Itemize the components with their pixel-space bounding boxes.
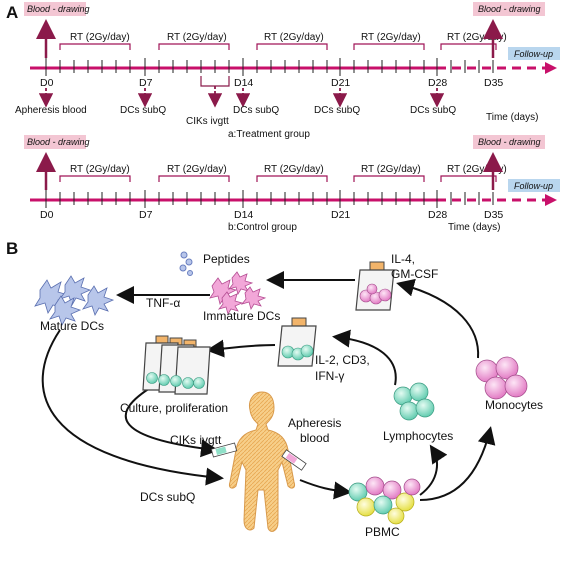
panel-b-label: B bbox=[6, 239, 18, 258]
control-day-d0: D0 bbox=[40, 209, 54, 221]
ciks-label: CIKs ivgtt bbox=[170, 433, 222, 447]
dcs-subq-label: DCs subQ bbox=[140, 490, 195, 504]
treatment-timeline: RT (2Gy/day) RT (2Gy/day) RT (2Gy/day) R… bbox=[15, 2, 560, 140]
follow-up-text-control: Follow-up bbox=[514, 181, 553, 191]
pbmc-label: PBMC bbox=[365, 525, 400, 539]
time-label-treatment: Time (days) bbox=[486, 112, 538, 123]
control-day-d7: D7 bbox=[139, 209, 153, 221]
caption-treatment: a:Treatment group bbox=[228, 129, 310, 140]
day-label-d14: D14 bbox=[234, 77, 253, 89]
il4-flask-icon bbox=[355, 261, 395, 311]
control-day-d35: D35 bbox=[484, 209, 503, 221]
control-rt-label-1: RT (2Gy/day) bbox=[70, 164, 130, 175]
control-blood-drawing-end-text: Blood - drawing bbox=[478, 137, 541, 147]
apheresis-label-2: blood bbox=[300, 431, 329, 445]
blood-drawing-tag-end bbox=[473, 2, 545, 16]
event-dcs-d28: DCs subQ bbox=[410, 105, 456, 116]
culture-flasks-icon bbox=[142, 335, 211, 395]
immature-dcs-icon bbox=[209, 271, 267, 315]
human-body-icon bbox=[229, 391, 295, 532]
control-blood-drawing-start-text: Blood - drawing bbox=[27, 137, 90, 147]
mature-dcs-label: Mature DCs bbox=[40, 319, 104, 333]
follow-up-text-treatment: Follow-up bbox=[514, 49, 553, 59]
apheresis-label-1: Apheresis bbox=[288, 416, 341, 430]
arrow-pbmc-monocytes bbox=[419, 426, 496, 501]
pbmc-icon bbox=[348, 476, 421, 525]
rt-label-4: RT (2Gy/day) bbox=[361, 32, 421, 43]
lymphocytes-label: Lymphocytes bbox=[383, 429, 453, 443]
control-rt-label-3: RT (2Gy/day) bbox=[264, 164, 324, 175]
blood-drawing-end-text: Blood - drawing bbox=[478, 4, 541, 14]
lymphocytes-icon bbox=[393, 382, 435, 421]
syringe-ciks-icon bbox=[210, 442, 238, 458]
control-timeline: RT (2Gy/day) RT (2Gy/day) RT (2Gy/day) R… bbox=[24, 135, 560, 233]
day-label-d21: D21 bbox=[331, 77, 350, 89]
tnf-label: TNF-α bbox=[146, 296, 180, 310]
blood-drawing-start-text: Blood - drawing bbox=[27, 4, 90, 14]
event-dcs-d21: DCs subQ bbox=[314, 105, 360, 116]
arrow-lymph-il2 bbox=[332, 329, 397, 386]
peptides-label: Peptides bbox=[203, 252, 250, 266]
control-day-d28: D28 bbox=[428, 209, 447, 221]
culture-label: Culture, proliferation bbox=[120, 401, 228, 415]
ifn-label: IFN-γ bbox=[315, 369, 344, 383]
caption-control: b:Control group bbox=[228, 222, 297, 233]
gmcsf-label: GM-CSF bbox=[391, 267, 438, 281]
control-blood-drawing-tag-end bbox=[473, 135, 545, 149]
monocytes-icon bbox=[475, 356, 528, 400]
event-dcs-d14: DCs subQ bbox=[233, 105, 279, 116]
control-day-d21: D21 bbox=[331, 209, 350, 221]
syringe-apheresis-icon bbox=[281, 449, 307, 471]
mature-dcs-icon bbox=[34, 275, 115, 326]
arrow-monocytes-il4 bbox=[396, 278, 480, 359]
control-day-d14: D14 bbox=[234, 209, 253, 221]
blood-drawing-tag-start bbox=[24, 2, 86, 16]
control-blood-drawing-tag-start bbox=[24, 135, 86, 149]
arrow-pbmc-lymphocytes bbox=[419, 444, 448, 496]
control-rt-label-2: RT (2Gy/day) bbox=[167, 164, 227, 175]
day-label-d28: D28 bbox=[428, 77, 447, 89]
il2-flask-icon bbox=[277, 317, 317, 367]
arrow-culture-ciks bbox=[124, 387, 219, 458]
event-apheresis: Apheresis blood bbox=[15, 105, 87, 116]
il2-label: IL-2, CD3, bbox=[315, 353, 370, 367]
time-label-control: Time (days) bbox=[448, 222, 500, 233]
arrow-il2-culture bbox=[206, 339, 276, 358]
immature-dcs-label: Immature DCs bbox=[203, 309, 280, 323]
day-label-d0: D0 bbox=[40, 77, 54, 89]
event-ciks: CIKs ivgtt bbox=[186, 116, 229, 127]
monocytes-label: Monocytes bbox=[485, 398, 543, 412]
day-label-d7: D7 bbox=[139, 77, 153, 89]
peptides-icon bbox=[179, 251, 193, 276]
event-dcs-d7: DCs subQ bbox=[120, 105, 166, 116]
rt-label-5: RT (2Gy/day) bbox=[447, 32, 507, 43]
panel-a-label: A bbox=[6, 3, 18, 22]
arrow-mature-dcs-subq bbox=[41, 329, 224, 486]
day-label-d35: D35 bbox=[484, 77, 503, 89]
rt-label-2: RT (2Gy/day) bbox=[167, 32, 227, 43]
control-rt-label-4: RT (2Gy/day) bbox=[361, 164, 421, 175]
follow-up-tag-control bbox=[508, 179, 560, 192]
arrow-apheresis-pbmc bbox=[299, 479, 352, 500]
rt-label-1: RT (2Gy/day) bbox=[70, 32, 130, 43]
il4-label: IL-4, bbox=[391, 252, 415, 266]
control-rt-label-5: RT (2Gy/day) bbox=[447, 164, 507, 175]
follow-up-tag-treatment bbox=[508, 47, 560, 60]
rt-label-3: RT (2Gy/day) bbox=[264, 32, 324, 43]
